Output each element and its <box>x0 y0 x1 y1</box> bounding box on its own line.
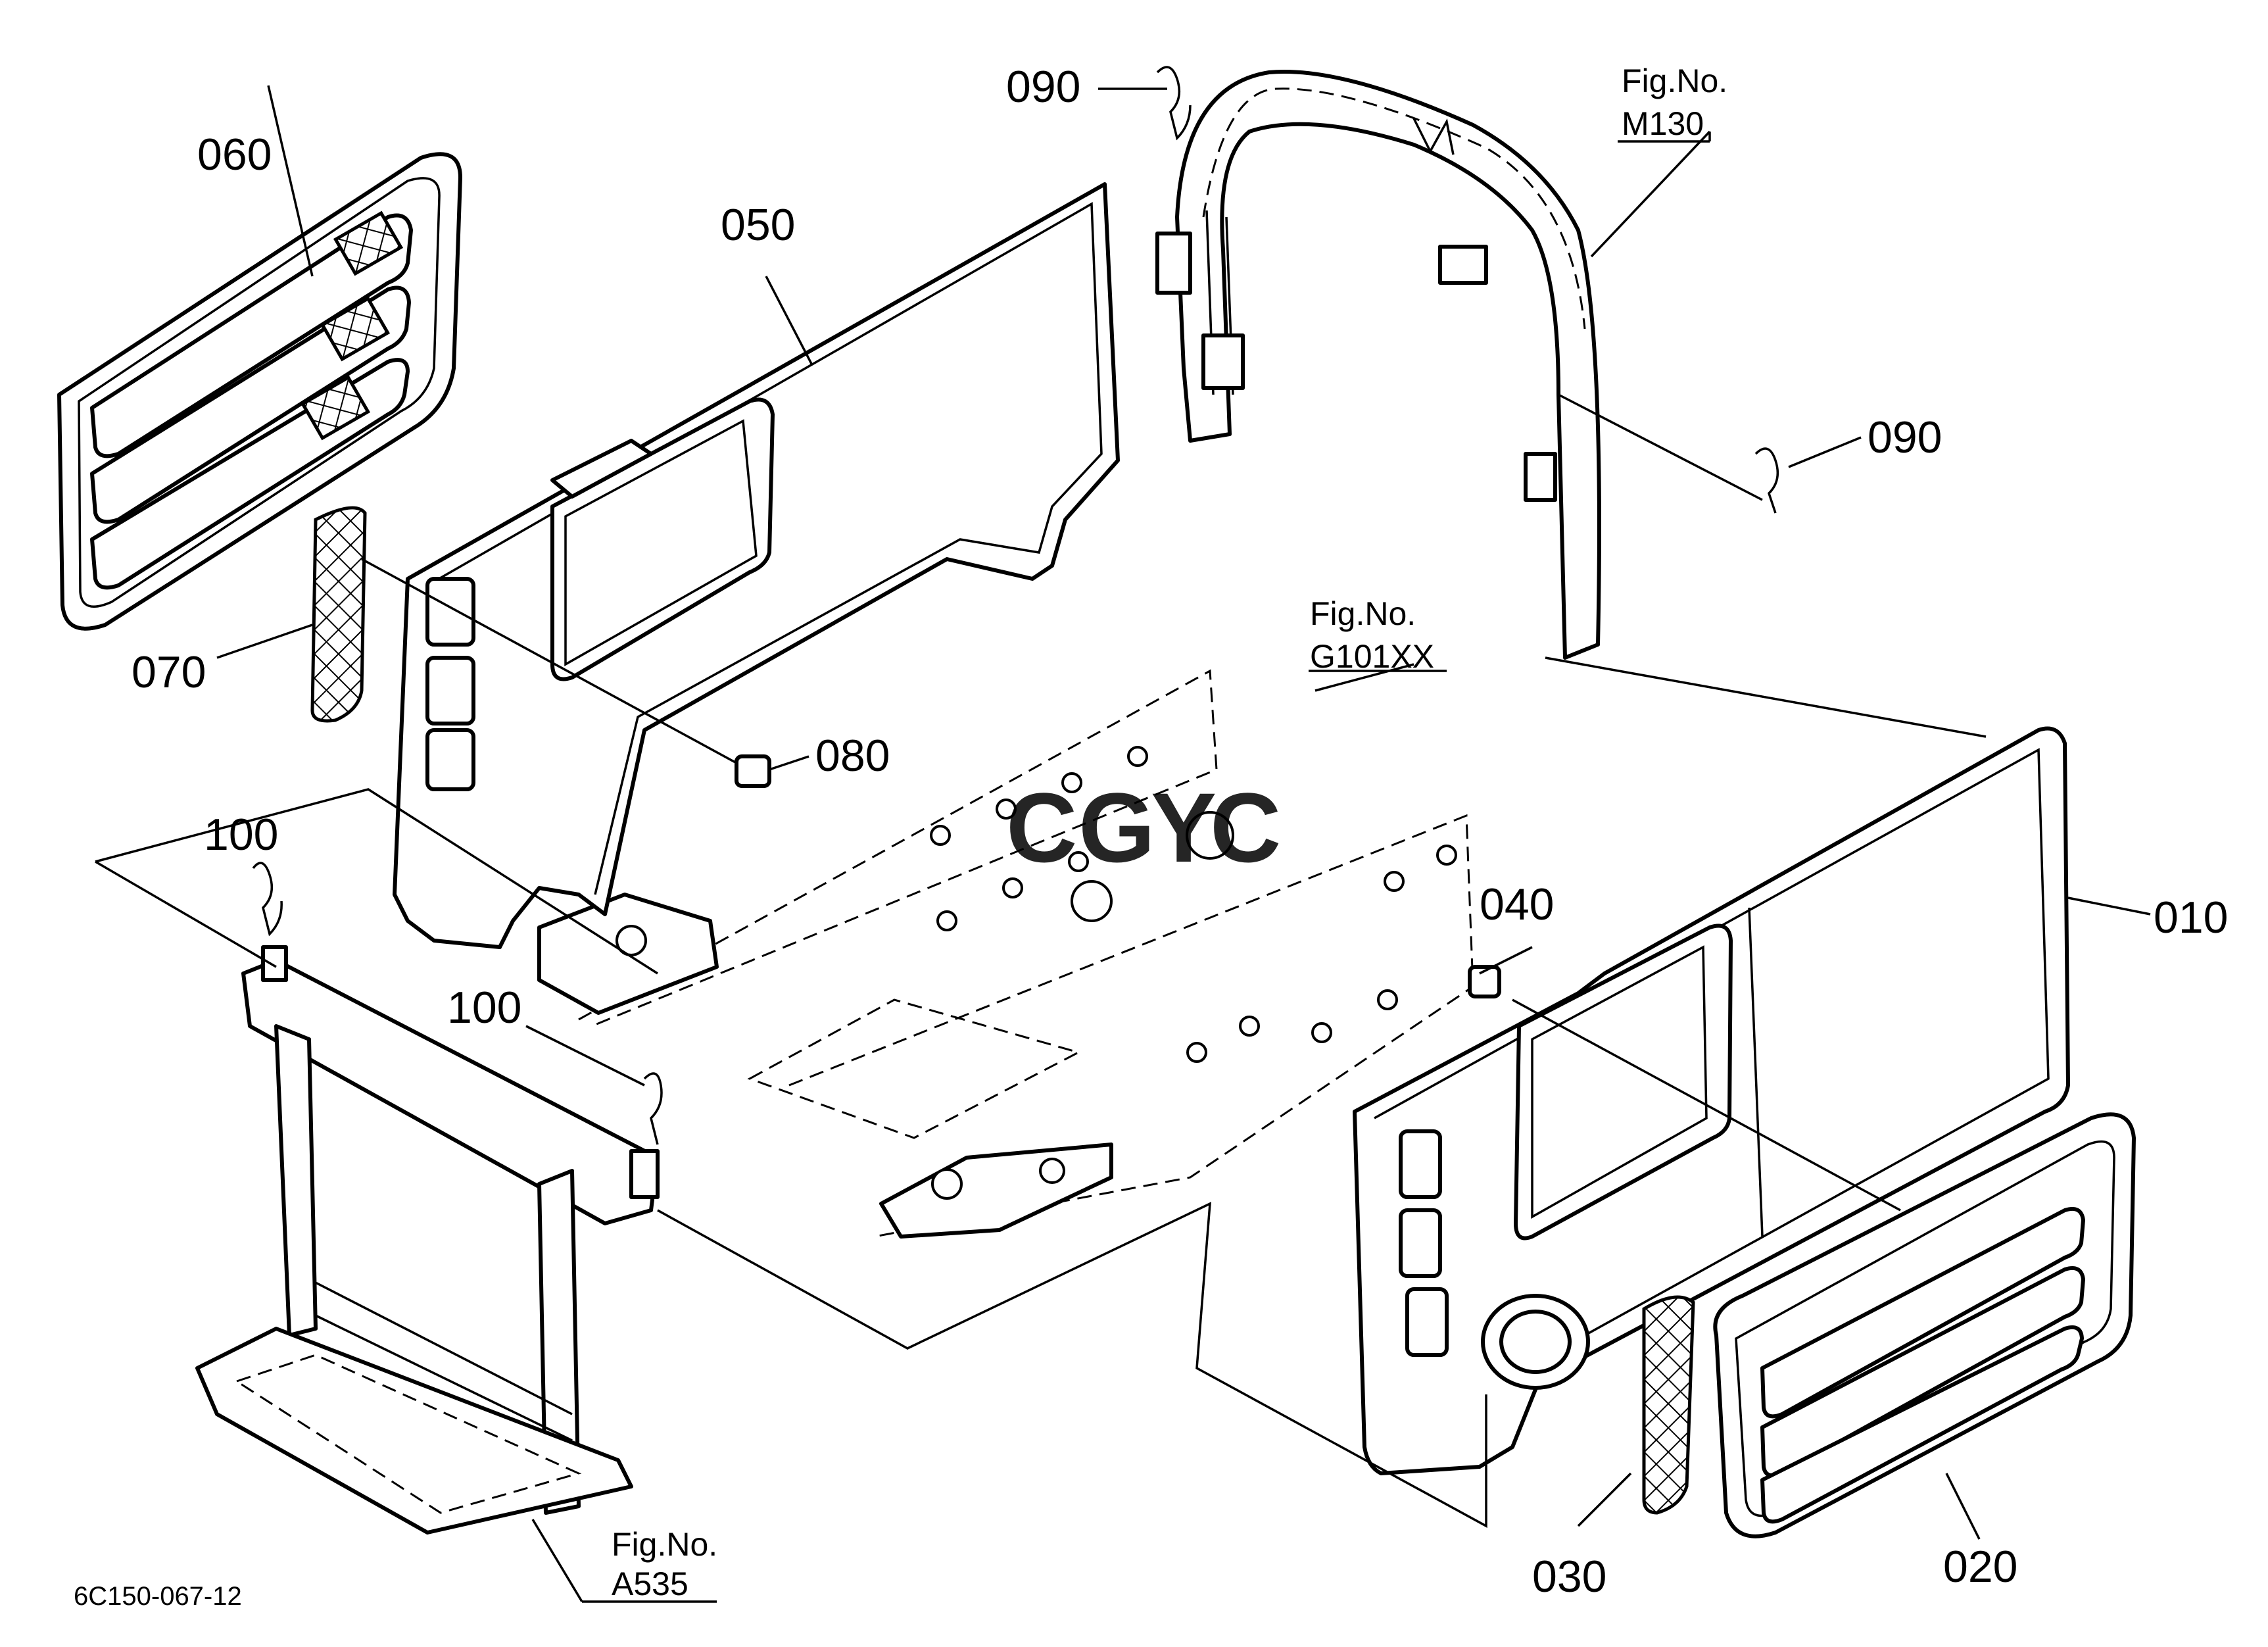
frame-tab <box>1412 118 1455 155</box>
spring-clip-100-left <box>252 862 283 937</box>
cover-060-louver-1 <box>90 213 413 458</box>
side-panel-right-010 <box>1353 726 2070 1475</box>
cover-020-louver-3 <box>1760 1325 2084 1524</box>
label-090-top: 090 <box>1006 62 1080 112</box>
part-number-labels: 060 050 070 080 090 090 100 100 040 010 … <box>132 62 2228 1602</box>
figure-ref-a535: Fig.No. A535 <box>582 1526 717 1603</box>
spring-clip-090-top <box>1156 66 1192 141</box>
side-panel-left-050 <box>393 182 1120 949</box>
cover-060-louver-2 <box>90 285 411 524</box>
panel-010-slot-1 <box>1399 1129 1442 1199</box>
label-020: 020 <box>1943 1542 2017 1592</box>
label-040: 040 <box>1480 879 1554 929</box>
side-cover-right-020 <box>1713 1112 2136 1538</box>
panel-050-slot-1 <box>425 577 475 647</box>
label-080: 080 <box>815 731 890 781</box>
fig-ref-m130-line2: M130 <box>1622 105 1704 142</box>
watermark-letter-1: C <box>1006 772 1077 883</box>
watermark-letter-2: G <box>1078 772 1155 883</box>
watermark-letter-4: C <box>1210 772 1281 883</box>
figure-ref-m130: Fig.No. M130 <box>1622 62 1727 142</box>
rear-frame-arch <box>1155 70 1601 660</box>
frame-clip-left <box>261 945 288 982</box>
fig-ref-g101xx-line2: G101XX <box>1310 638 1434 675</box>
mesh-filter-030 <box>1642 1295 1695 1515</box>
label-010: 010 <box>2154 893 2228 943</box>
leader-lines <box>95 85 2151 1602</box>
fig-ref-m130-line1: Fig.No. <box>1622 62 1727 99</box>
spring-clip-090-right <box>1754 447 1779 514</box>
clip-080 <box>735 754 771 788</box>
frame-bracket-clip-right <box>1524 452 1557 502</box>
panel-010-window <box>1514 923 1733 1241</box>
panel-010-slot-2 <box>1399 1208 1442 1278</box>
panel-050-slot-2 <box>425 656 475 725</box>
watermark-letter-3: Y <box>1151 772 1217 883</box>
frame-bracket-clip-left <box>1155 232 1192 295</box>
label-100-left: 100 <box>204 810 278 860</box>
label-050: 050 <box>721 200 795 250</box>
label-070: 070 <box>132 647 206 697</box>
panel-050-window <box>550 397 775 681</box>
fig-ref-a535-line1: Fig.No. <box>612 1526 717 1563</box>
label-090-right: 090 <box>1868 412 1942 462</box>
fig-ref-a535-line2: A535 <box>612 1565 688 1602</box>
cover-020-louver-1 <box>1760 1206 2085 1419</box>
clip-040 <box>1468 965 1501 998</box>
panel-050-slot-3 <box>425 728 475 791</box>
label-100-center: 100 <box>447 983 521 1033</box>
floor-plate-center <box>879 1143 1113 1239</box>
frame-bracket-top <box>1438 245 1488 285</box>
label-060: 060 <box>197 130 272 180</box>
spring-clip-100-center <box>643 1072 663 1145</box>
panel-010-slot-3 <box>1405 1287 1449 1357</box>
floor-holes <box>615 746 1457 1200</box>
drawing-code: 6C150-067-12 <box>74 1582 242 1611</box>
frame-clip-right <box>629 1149 660 1199</box>
label-030: 030 <box>1532 1552 1606 1602</box>
frame-bracket-lower <box>1201 333 1245 390</box>
watermark-logo: C G Y C <box>1006 772 1281 883</box>
mesh-filter-070 <box>310 506 367 723</box>
side-cover-left-060 <box>57 152 462 631</box>
floor-plate-assembly <box>537 669 1474 1239</box>
fig-ref-g101xx-line1: Fig.No. <box>1310 595 1416 632</box>
figure-ref-g101xx: Fig.No. G101XX <box>1310 595 1434 675</box>
front-support-frame <box>195 945 660 1535</box>
